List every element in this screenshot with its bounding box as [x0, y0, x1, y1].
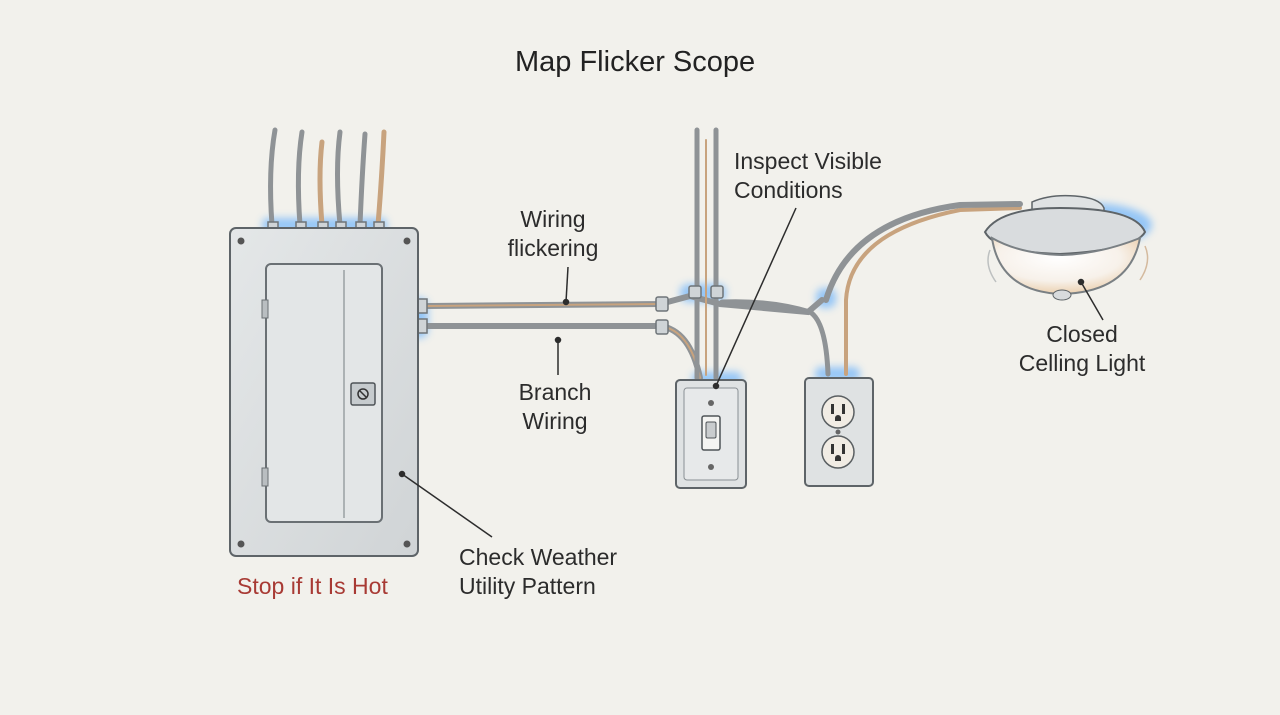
label-line: Branch [518, 379, 592, 405]
label-branch-wiring: Branch Wiring [505, 378, 605, 436]
diagram-title: Map Flicker Scope [515, 46, 756, 78]
warning-stop-if-hot: Stop if It Is Hot [237, 573, 388, 599]
label-line: Celling Light [1018, 350, 1146, 376]
label-inspect-visible-conditions: Inspect Visible Conditions [734, 147, 882, 205]
label-line: Utility Pattern [459, 573, 596, 599]
label-line: Wiring [522, 408, 588, 434]
outlet-icon [804, 377, 874, 487]
label-line: Check Weather [459, 544, 618, 570]
leader-lines [398, 207, 1104, 538]
label-line: Closed [1046, 321, 1118, 347]
label-wiring-flickering: Wiring flickering [505, 205, 601, 263]
light-switch-icon [675, 379, 747, 489]
label-line: flickering [507, 235, 599, 261]
ceiling-light-icon [983, 194, 1149, 301]
branch-wires [425, 127, 1023, 381]
label-line: Wiring [520, 206, 586, 232]
label-line: Conditions [734, 177, 843, 203]
label-line: Inspect Visible [734, 148, 882, 174]
connectors [267, 221, 724, 335]
service-wires [268, 127, 387, 228]
electrical-panel-icon [229, 227, 419, 557]
label-closed-ceiling-light: Closed Celling Light [1015, 320, 1149, 378]
label-check-weather: Check Weather Utility Pattern [459, 543, 617, 601]
